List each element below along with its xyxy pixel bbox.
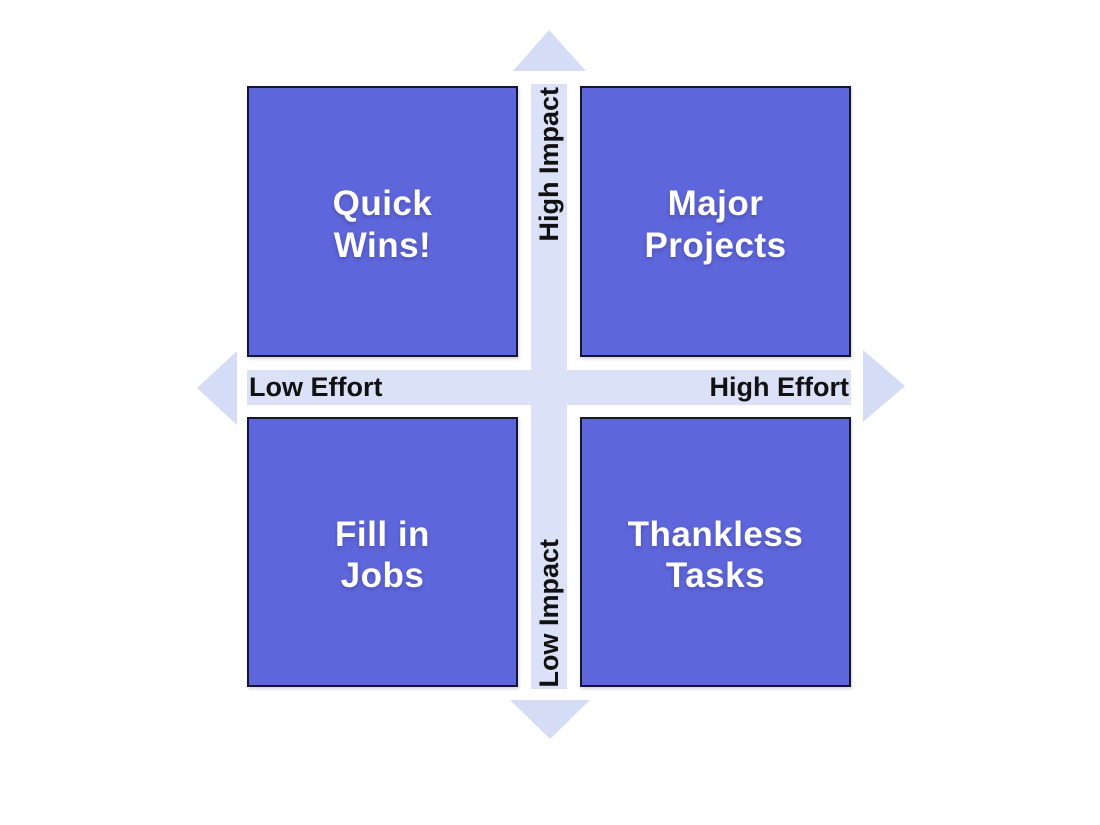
axis-label-high-impact: High Impact bbox=[534, 87, 564, 242]
quadrant-label: Fill in Jobs bbox=[335, 514, 430, 597]
quadrant-fill-in-jobs: Fill in Jobs bbox=[247, 417, 518, 687]
arrowhead-left-icon bbox=[197, 351, 237, 425]
quadrant-label-line: Jobs bbox=[340, 556, 425, 595]
quadrant-label-line: Fill in bbox=[335, 514, 430, 554]
arrowhead-right-icon bbox=[863, 350, 905, 422]
quadrant-label-line: Thankless bbox=[627, 514, 804, 554]
arrowhead-down-icon bbox=[510, 700, 590, 739]
axis-label-low-impact: Low Impact bbox=[534, 539, 564, 688]
axis-label-low-effort: Low Effort bbox=[249, 372, 383, 402]
quadrant-label-line: Quick bbox=[332, 184, 433, 224]
quadrant-label-line: Projects bbox=[644, 225, 787, 265]
quadrant-major-projects: Major Projects bbox=[580, 86, 851, 357]
quadrant-label: Major Projects bbox=[644, 183, 786, 266]
quadrant-label-line: Wins! bbox=[333, 225, 432, 265]
quadrant-label: Thankless Tasks bbox=[628, 514, 804, 597]
horizontal-axis-shaft bbox=[247, 370, 851, 405]
quadrant-label-line: Major bbox=[667, 184, 764, 224]
arrowhead-up-icon bbox=[513, 30, 586, 71]
axis-label-high-effort: High Effort bbox=[709, 372, 849, 402]
quadrant-label: Quick Wins! bbox=[333, 183, 433, 266]
quadrant-thankless-tasks: Thankless Tasks bbox=[580, 417, 851, 687]
quadrant-label-line: Tasks bbox=[665, 556, 766, 595]
quadrant-quick-wins: Quick Wins! bbox=[247, 86, 518, 357]
